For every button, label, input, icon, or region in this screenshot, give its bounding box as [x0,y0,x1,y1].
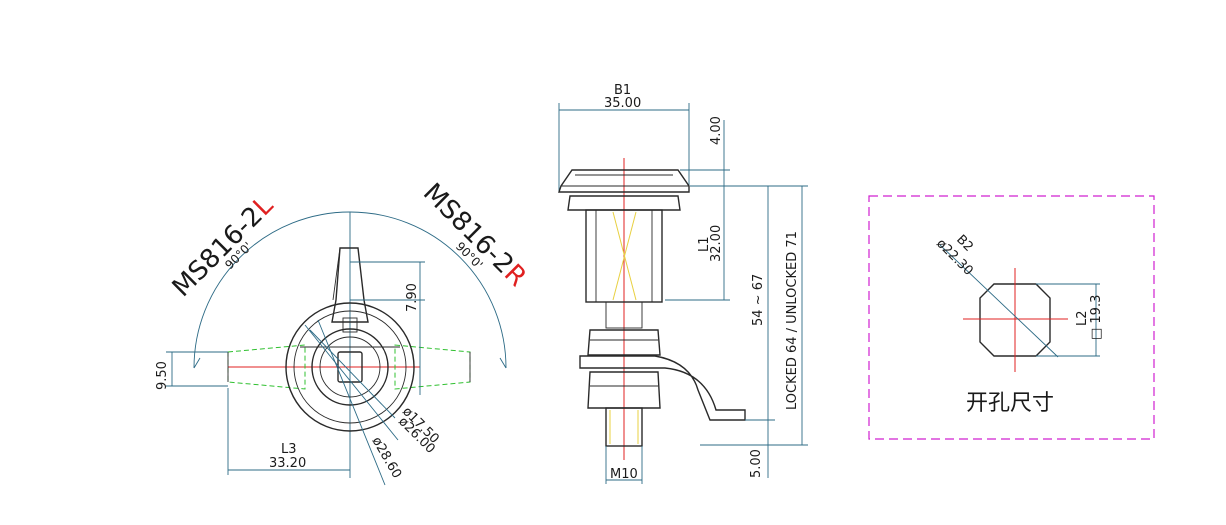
l3-value: 33.20 [269,456,306,471]
cutout-frame [868,195,1155,440]
l1-value: 32.00 [709,225,724,262]
top-thickness: 4.00 [709,116,724,145]
dim-9-50: 9.50 [155,361,170,390]
l2-value: □ 19.3 [1089,295,1104,340]
l3-name: L3 [281,442,297,457]
dim-7-90: 7.90 [405,283,420,312]
range-dim: 54 ~ 67 [751,274,766,326]
cutout-title: 开孔尺寸 [966,391,1054,416]
thread-size: M10 [610,467,638,482]
outer-flange [285,302,415,432]
cutout-view: B2 ø22.30 L2 □ 19.3 开孔尺寸 [868,195,1155,440]
l2-name: L2 [1075,310,1090,326]
handle-wing [331,247,369,323]
key-slot [337,351,363,383]
model-label-left: MS816-2L [167,190,280,303]
b1-name: B1 [614,83,631,98]
b1-value: 35.00 [604,96,641,111]
side-view: B1 35.00 4.00 L1 32.00 54 ~ 67 LOCKED 64… [558,83,808,484]
threaded-stud [605,407,643,447]
bottom-dim: 5.00 [749,449,764,478]
locked-dim: LOCKED 64 / UNLOCKED 71 [785,231,800,410]
front-view: MS816-2L MS816-2R 90°0' 90°0' 9.50 7.90 … [155,178,532,486]
model-label-right: MS816-2R [417,178,532,293]
l1-name: L1 [697,236,712,252]
